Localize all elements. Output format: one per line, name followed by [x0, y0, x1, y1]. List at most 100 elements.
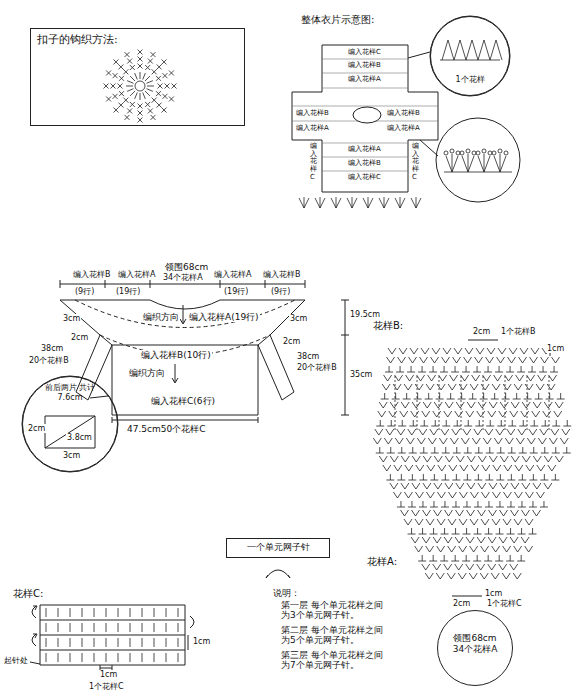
text-label: (9行) [270, 287, 291, 296]
stitch-stroke [373, 348, 571, 579]
text-label: 编入花样C(6行) [150, 396, 216, 406]
text-label: 编入花样A [347, 75, 382, 83]
stitch-stroke [492, 151, 496, 155]
stitch-stroke [476, 151, 480, 155]
leader-line [30, 662, 40, 664]
node-text: 扣子的钩织方法: [37, 33, 238, 46]
turn-arrow [32, 606, 194, 646]
stitch-stroke [488, 151, 492, 155]
text-label: 19.5cm [349, 310, 381, 319]
text-label: 编入花样B [295, 109, 330, 117]
text-label: 编入花样B [347, 61, 382, 69]
stitch-stroke [104, 50, 177, 123]
stitch-stroke [504, 151, 508, 155]
stitch-stroke [135, 81, 145, 91]
text-label: 编入花样C [347, 48, 382, 56]
text-label: 编入花样B [386, 109, 421, 117]
stitch-symbols [46, 40, 571, 662]
text-label: 编入花样A [117, 270, 156, 279]
text-label: 编入花样B [347, 159, 382, 167]
text-label: 2cm [452, 599, 471, 608]
vertical-label: 编入花样C [310, 143, 317, 181]
stitch-stroke [299, 197, 421, 208]
text-label: (19行) [115, 287, 141, 296]
text-label: 编入花样A [295, 124, 330, 132]
stitch-stroke [482, 149, 486, 153]
dimension-line [341, 300, 349, 415]
text-label: 2cm [70, 333, 89, 342]
dashed-curve [75, 300, 295, 355]
body-outline [112, 345, 258, 415]
stitch-grid [40, 605, 185, 665]
text-label: 1cm [484, 589, 503, 598]
text-label: 1个花样C [486, 599, 523, 608]
node-text: 1个花样 [455, 75, 484, 85]
stitch-stroke [395, 376, 549, 430]
text-label: 编入花样B [262, 270, 302, 279]
text-label: 1cm [99, 670, 118, 679]
text-label: 34个花样A [162, 273, 204, 282]
circle-shape: 领围68cm34个花样A [437, 610, 513, 686]
text-label: 说明： [272, 588, 301, 598]
text-label: 20个花样B [296, 363, 338, 372]
stitch-stroke [444, 154, 512, 172]
text-label: 花样A: [366, 556, 398, 568]
stitch-stroke [440, 40, 502, 60]
stitch-stroke [46, 608, 178, 662]
text-label: 1cm [192, 637, 211, 646]
text-label: 整体衣片示意图: [300, 14, 375, 26]
inset-shape [45, 416, 95, 448]
text-label: 编织方向 [142, 312, 180, 322]
stitch-stroke [444, 151, 448, 155]
node-text: 一个单元网子针 [229, 542, 327, 553]
text-label: 1个花样C [88, 682, 125, 691]
stitch-stroke [498, 149, 502, 153]
text-label: 2cm [282, 337, 301, 346]
net-stitch-symbol [266, 570, 290, 578]
text-label: 花样B: [372, 320, 404, 332]
node-text: 34个花样A [442, 644, 508, 655]
text-label: 38cm [296, 352, 320, 361]
text-label: 编入花样A(19行) [188, 312, 260, 322]
vertical-label: 编入花样C [412, 143, 419, 181]
text-label: 花样C: [12, 588, 44, 600]
text-label: 第一层 每个单元花样之间为3个单元网子针。 [280, 600, 386, 621]
text-label: 2cm [27, 424, 46, 433]
zoom-circle [436, 118, 520, 202]
text-label: 38cm [40, 344, 64, 353]
stitch-stroke [456, 151, 460, 155]
text-label: 3cm [62, 314, 81, 323]
text-label: 3cm [289, 314, 308, 323]
leader-line [90, 396, 108, 398]
text-label: 20个花样B [28, 356, 70, 365]
net-stitch-symbol [266, 575, 290, 578]
text-label: (19行) [223, 287, 249, 296]
text-label: 2cm [472, 327, 491, 336]
text-label: 编入花样A [386, 124, 421, 132]
text-label: 3.8cm [66, 433, 93, 442]
text-label: 编入花样B(10行) [140, 350, 212, 360]
text-label: 编入花样B [72, 270, 112, 279]
text-label: 编入花样A [213, 270, 252, 279]
dimension-line [112, 417, 258, 423]
node-text: 领围68cm [442, 633, 508, 644]
zoom-circle [430, 16, 510, 96]
text-label: 1个花样B [500, 327, 537, 336]
text-label: 编入花样C [347, 173, 382, 181]
inset-circle [22, 376, 118, 472]
text-label: 第二层 每个单元花样之间为5个单元网子针。 [280, 625, 386, 646]
leader-line [408, 52, 438, 156]
box-shape: 扣子的钩织方法: [30, 28, 245, 126]
text-label: 编入花样A [347, 145, 382, 153]
text-label: 起针处 [3, 656, 29, 665]
text-label: 第三层 每个单元花样之间为7个单元网子针。 [280, 650, 386, 671]
stitch-stroke [450, 149, 454, 153]
text-label: 47.5cm50个花样C [126, 424, 207, 434]
text-label: 1cm [546, 344, 565, 353]
stitch-stroke [472, 151, 476, 155]
dimension-line [452, 596, 482, 597]
box-shape: 一个单元网子针 [226, 538, 330, 558]
node-text: 前后两片 共计7.6cm [43, 383, 97, 402]
circle-shape: 1个花样 [430, 16, 510, 96]
stitch-stroke [460, 151, 464, 155]
